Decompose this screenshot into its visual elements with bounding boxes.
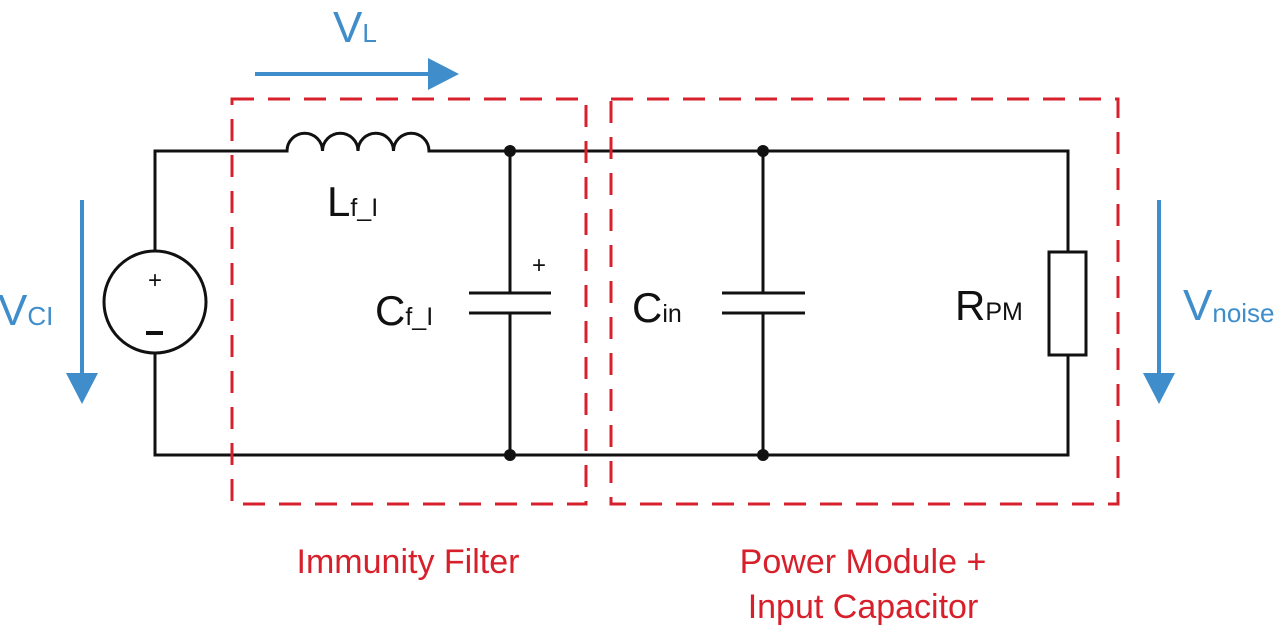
arrowhead-down-icon bbox=[66, 373, 98, 404]
power-module-boundary bbox=[609, 97, 1120, 506]
vl-label: VL bbox=[333, 3, 377, 52]
wire-bottom-rail bbox=[153, 351, 1070, 457]
inductor-label: Lf_I bbox=[327, 178, 378, 225]
arrowhead-right-icon bbox=[428, 58, 459, 90]
vl-arrow bbox=[255, 58, 459, 90]
capacitor-polarity-sign: + bbox=[532, 252, 546, 279]
input-capacitor-label: Cin bbox=[632, 284, 682, 331]
junction-dot bbox=[504, 449, 516, 461]
vci-arrow bbox=[66, 200, 98, 404]
vnoise-arrow bbox=[1143, 200, 1175, 404]
junction-dot bbox=[757, 145, 769, 157]
voltage-source: + bbox=[102, 249, 208, 355]
filter-capacitor: + bbox=[469, 252, 551, 315]
source-plus-sign: + bbox=[148, 267, 162, 294]
immunity-filter-boundary bbox=[230, 97, 588, 506]
input-capacitor bbox=[722, 291, 805, 315]
wires bbox=[153, 149, 1070, 457]
inductor-icon bbox=[285, 131, 431, 152]
vci-label: VCI bbox=[0, 286, 53, 335]
immunity-filter-label: Immunity Filter bbox=[297, 543, 520, 581]
junction-dot bbox=[504, 145, 516, 157]
vnoise-label: Vnoise bbox=[1183, 281, 1275, 330]
resistor-icon bbox=[1047, 250, 1088, 357]
wire-top-rail bbox=[427, 149, 1070, 254]
wire-source-top bbox=[153, 149, 289, 252]
power-module-label-line1: Power Module + bbox=[740, 543, 987, 581]
voltage-source-icon bbox=[102, 249, 208, 355]
junction-dot bbox=[757, 449, 769, 461]
source-minus-sign bbox=[146, 331, 163, 335]
power-module-label-line2: Input Capacitor bbox=[748, 588, 979, 626]
resistor-label: RPM bbox=[955, 282, 1023, 329]
arrowhead-down-icon bbox=[1143, 373, 1175, 404]
filter-capacitor-label: Cf_I bbox=[375, 287, 433, 334]
